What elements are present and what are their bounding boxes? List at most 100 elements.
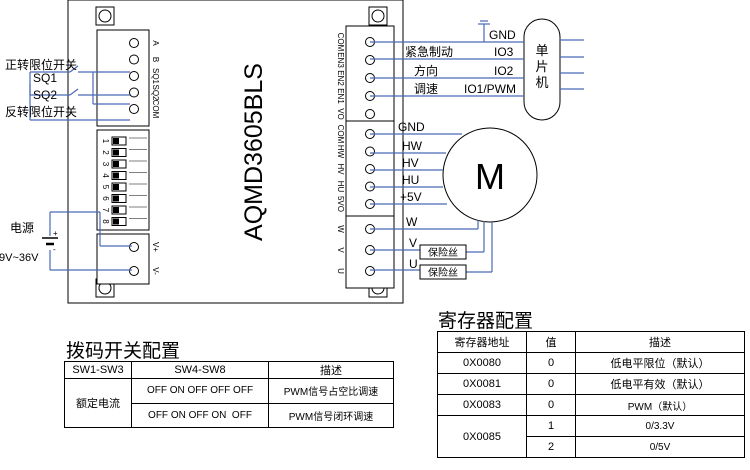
motor-hu-label: HU xyxy=(402,173,419,187)
mcu-io1-label: IO1/PWM xyxy=(464,82,516,96)
terminal-screw-icon xyxy=(129,266,139,276)
terminal-screw-icon xyxy=(129,104,139,114)
mcu-title-3: 机 xyxy=(535,75,548,90)
direction-label: 方向 xyxy=(414,63,438,78)
left-terminal-label: SQ2 xyxy=(151,84,160,101)
dip-number-label: 3 xyxy=(101,162,110,167)
reg-multi-0-desc: 0/3.3V xyxy=(575,415,745,437)
reg-row-0-addr: 0X0080 xyxy=(437,352,527,374)
motor-5v-label: +5V xyxy=(400,190,422,204)
dip-number-label: 1 xyxy=(101,139,110,144)
dip-switch-knob xyxy=(113,218,119,225)
reg-row-1-value: 0 xyxy=(526,373,576,395)
dip-row-1-sw: OFF ON OFF ON OFF xyxy=(131,402,269,428)
reg-header-value: 值 xyxy=(526,331,576,353)
reg-row-1-addr: 0X0081 xyxy=(437,373,527,395)
mcu-title-1: 单 xyxy=(535,43,548,58)
dip-number-label: 4 xyxy=(101,173,110,178)
terminal-screw-icon xyxy=(365,266,375,276)
mcu-gnd-label: GND xyxy=(489,28,516,42)
dip-switch-knob xyxy=(113,195,119,202)
right-terminal-label: 5VO xyxy=(336,196,345,212)
dip-config-table: SW1-SW3 SW4-SW8 描述 额定电流 OFF ON OFF OFF O… xyxy=(64,361,394,428)
motor-hall-wiring xyxy=(370,133,493,273)
terminal-screw-icon xyxy=(365,109,375,119)
right-terminal-label: W xyxy=(336,225,345,233)
dip-row-0-desc: PWM信号占空比调速 xyxy=(268,378,394,404)
right-terminal-label: HW xyxy=(336,145,345,159)
mcu-io2-label: IO2 xyxy=(494,64,514,78)
terminal-screw-icon xyxy=(129,242,139,252)
dip-row-1-desc: PWM信号闭环调速 xyxy=(268,402,394,428)
reg-multi-0-value: 1 xyxy=(526,415,576,437)
fuse-u xyxy=(419,264,467,280)
reg-row-2-addr: 0X0083 xyxy=(437,394,527,416)
mcu-signal-wiring xyxy=(370,20,524,97)
terminal-screw-icon xyxy=(129,87,139,98)
dip-number-label: 6 xyxy=(101,196,110,201)
reg-row-2-value: 0 xyxy=(526,394,576,416)
register-config-table: 寄存器地址 值 描述 0X0080 0 低电平限位（默认） 0X0081 0 低… xyxy=(437,331,745,458)
dip-number-label: 2 xyxy=(101,150,110,155)
left-terminal-label: COM xyxy=(151,100,160,119)
reverse-limit-label: 反转限位开关 xyxy=(5,104,77,119)
right-terminal-label: COM xyxy=(336,33,345,52)
mcu-output-lines xyxy=(560,39,584,90)
reg-row-0-desc: 低电平限位（默认） xyxy=(575,352,745,374)
right-terminal-label: EN2 xyxy=(336,70,345,86)
terminal-screw-icon xyxy=(365,164,375,174)
right-terminal-label: VO xyxy=(336,108,345,120)
motor-label: M xyxy=(475,156,505,197)
right-terminal-label: HU xyxy=(336,181,345,193)
left-terminal-label: SQ1 xyxy=(151,68,160,85)
right-terminal-label: U xyxy=(336,268,345,274)
reg-multi-1-value: 2 xyxy=(526,436,576,458)
mcu-box xyxy=(523,18,561,121)
reg-header-desc: 描述 xyxy=(575,331,745,353)
battery-minus-label: - xyxy=(53,245,56,254)
board-model-label: AQMD3605BLS xyxy=(240,63,268,241)
terminal-screw-icon xyxy=(129,38,139,48)
dip-switch-knob xyxy=(113,184,119,190)
fuse-u-label: 保险丝 xyxy=(428,266,458,279)
right-terminal-label: EN3 xyxy=(336,52,345,68)
mcu-title-2: 片 xyxy=(535,59,548,74)
terminal-screw-icon xyxy=(129,54,139,65)
sq1-label: SQ1 xyxy=(33,71,57,85)
motor-icon xyxy=(442,127,538,223)
left-terminal-label: B xyxy=(151,57,160,62)
fuse-v-label: 保险丝 xyxy=(428,246,458,259)
dip-number-label: 7 xyxy=(101,208,110,213)
dip-switch-knob xyxy=(113,161,119,167)
motor-u-label: U xyxy=(409,257,418,271)
emergency-label: 紧急制动 xyxy=(405,44,453,59)
left-terminal-label: A xyxy=(151,40,160,46)
mcu-io3-label: IO3 xyxy=(494,45,514,59)
dip-number-label: 8 xyxy=(101,219,110,224)
mounting-hole-icon xyxy=(368,6,388,26)
power-wiring xyxy=(49,211,132,271)
battery-plus-label: + xyxy=(53,229,58,238)
dip-switch-knob xyxy=(113,172,119,179)
battery-icon xyxy=(42,237,58,246)
forward-limit-label: 正转限位开关 xyxy=(5,57,77,72)
dip-row-0-sw: OFF ON OFF OFF OFF xyxy=(131,378,269,404)
dip-header-sw1-3: SW1-SW3 xyxy=(64,361,132,379)
dip-switch-knob xyxy=(113,138,119,144)
power-terminal-label: V+ xyxy=(151,242,160,252)
power-label: 电源 xyxy=(10,221,34,235)
power-terminal-block xyxy=(96,233,150,285)
terminal-screw-icon xyxy=(365,55,375,65)
reg-multi-1-desc: 0/5V xyxy=(575,436,745,458)
reg-row-0-value: 0 xyxy=(526,352,576,374)
motor-hv-label: HV xyxy=(402,156,419,170)
dip-header-sw4-8: SW4-SW8 xyxy=(131,361,269,379)
right-terminal-label: COM xyxy=(336,125,345,144)
power-terminal-label: V- xyxy=(151,267,160,275)
speed-label: 调速 xyxy=(414,82,438,96)
reg-header-addr: 寄存器地址 xyxy=(437,331,527,353)
dip-switch-knob xyxy=(113,149,119,156)
motor-v-label: V xyxy=(409,236,417,250)
dip-group-label: 额定电流 xyxy=(64,378,132,428)
